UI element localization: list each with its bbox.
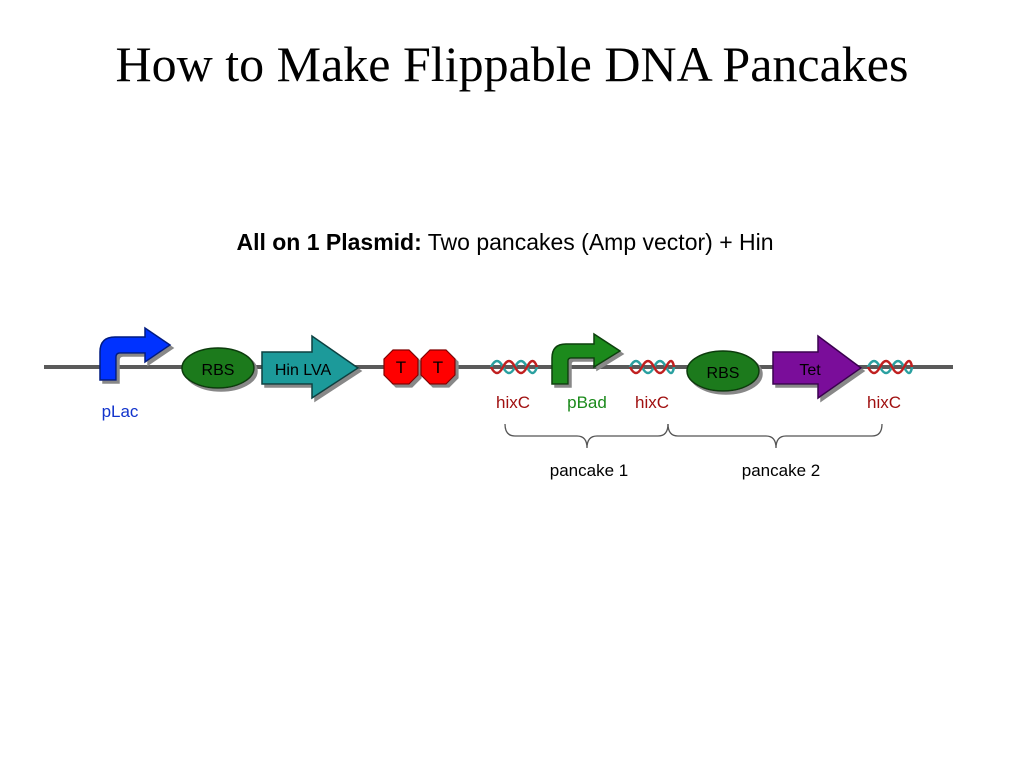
pancake-2-brace [667, 423, 883, 449]
hin-lva-gene-arrow [261, 334, 360, 400]
terminator-1-icon [383, 349, 419, 385]
pbad-promoter-icon [551, 332, 622, 385]
terminator-2-icon [420, 349, 456, 385]
hixc-1-label: hixC [496, 393, 530, 412]
pancake-2-label: pancake 2 [742, 461, 820, 480]
rbs1-shape [181, 347, 255, 389]
terminator-1-label: T [396, 358, 406, 377]
rbs2-shape [686, 350, 760, 392]
tet-label: Tet [799, 362, 821, 379]
hixc-site-3-icon [866, 359, 914, 375]
rbs1-label: RBS [202, 362, 235, 379]
plac-promoter-icon [99, 326, 172, 381]
hixc-site-2-icon [628, 359, 676, 375]
hixc-2-label: hixC [635, 393, 669, 412]
plac-label: pLac [102, 402, 139, 421]
subtitle: All on 1 Plasmid: Two pancakes (Amp vect… [0, 229, 1010, 256]
subtitle-rest: Two pancakes (Amp vector) + Hin [421, 229, 774, 255]
tet-gene-arrow [772, 334, 863, 400]
pancake-1-brace [504, 423, 669, 449]
rbs2-label: RBS [707, 365, 740, 382]
subtitle-bold: All on 1 Plasmid: [236, 229, 422, 255]
hixc-site-1-icon [489, 359, 539, 375]
pbad-label: pBad [567, 393, 607, 412]
hixc-3-label: hixC [867, 393, 901, 412]
page-title: How to Make Flippable DNA Pancakes [115, 36, 909, 92]
pancake-1-label: pancake 1 [550, 461, 628, 480]
hin-lva-label: Hin LVA [275, 362, 332, 379]
terminator-2-label: T [433, 358, 443, 377]
